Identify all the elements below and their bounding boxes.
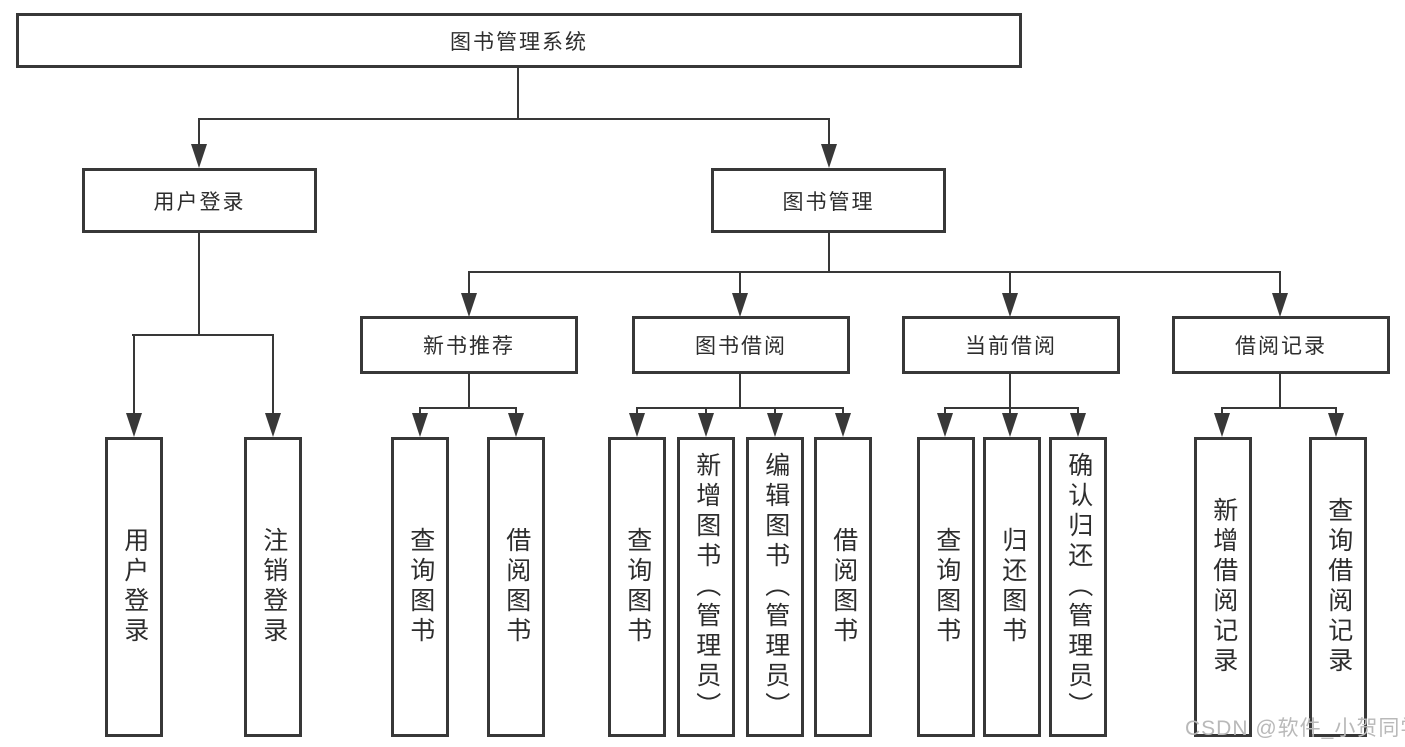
connector-drop-leaf <box>944 407 946 415</box>
leaf-query-borrow-record: 查询借阅记录 <box>1309 437 1367 737</box>
node-library-management-system: 图书管理系统 <box>16 13 1022 68</box>
arrowhead-down-icon <box>126 413 142 437</box>
connector-new-books-rail <box>419 407 517 409</box>
arrowhead-down-icon <box>629 413 645 437</box>
leaf-confirm-return-admin: 确认归还（管理员） <box>1049 437 1107 737</box>
leaf-logout: 注销登录 <box>244 437 302 737</box>
connector-drop-leaf <box>515 407 517 415</box>
arrowhead-down-icon <box>937 413 953 437</box>
arrowhead-down-icon <box>732 293 748 317</box>
connector-drop-leaf <box>419 407 421 415</box>
arrowhead-down-icon <box>1002 413 1018 437</box>
node-user-login: 用户登录 <box>82 168 317 233</box>
arrowhead-down-icon <box>461 293 477 317</box>
connector-drop-new-books <box>468 271 470 295</box>
arrowhead-down-icon <box>767 413 783 437</box>
connector-drop-user-login <box>198 118 200 146</box>
connector-drop-leaf <box>1009 407 1011 415</box>
node-current-borrowing: 当前借阅 <box>902 316 1120 374</box>
arrowhead-down-icon <box>1214 413 1230 437</box>
arrowhead-down-icon <box>821 144 837 168</box>
connector-drop-leaf <box>705 407 707 415</box>
connector-new-books-stem <box>468 372 470 409</box>
node-book-management: 图书管理 <box>711 168 946 233</box>
leaf-borrow-books-recommend: 借阅图书 <box>487 437 545 737</box>
connector-level2-rail <box>468 271 1281 273</box>
leaf-add-borrow-record: 新增借阅记录 <box>1194 437 1252 737</box>
connector-user-login-rail <box>132 334 274 336</box>
connector-book-borrow-rail <box>636 407 844 409</box>
connector-drop-login-leaf <box>133 334 135 414</box>
leaf-user-login: 用户登录 <box>105 437 163 737</box>
arrowhead-down-icon <box>508 413 524 437</box>
arrowhead-down-icon <box>1002 293 1018 317</box>
connector-drop-leaf <box>1077 407 1079 415</box>
connector-drop-leaf <box>1335 407 1337 415</box>
connector-root-stem <box>517 66 519 120</box>
node-borrowing-records: 借阅记录 <box>1172 316 1390 374</box>
connector-drop-borrow-records <box>1279 271 1281 295</box>
arrowhead-down-icon <box>1272 293 1288 317</box>
connector-book-management-stem <box>828 231 830 273</box>
arrowhead-down-icon <box>412 413 428 437</box>
connector-borrow-records-stem <box>1279 372 1281 409</box>
leaf-query-books-borrow: 查询图书 <box>608 437 666 737</box>
connector-borrow-records-rail <box>1221 407 1337 409</box>
connector-drop-book-borrow <box>739 271 741 295</box>
connector-user-login-stem <box>198 231 200 335</box>
connector-drop-leaf <box>774 407 776 415</box>
csdn-watermark: CSDN @软件_小贺同学 <box>1185 717 1405 740</box>
leaf-edit-books-admin: 编辑图书（管理员） <box>746 437 804 737</box>
arrowhead-down-icon <box>698 413 714 437</box>
arrowhead-down-icon <box>1328 413 1344 437</box>
leaf-query-books-recommend: 查询图书 <box>391 437 449 737</box>
connector-drop-current-borrow <box>1009 271 1011 295</box>
connector-current-borrow-stem <box>1009 372 1011 409</box>
connector-drop-leaf <box>636 407 638 415</box>
connector-drop-leaf <box>842 407 844 415</box>
arrowhead-down-icon <box>1070 413 1086 437</box>
connector-drop-leaf <box>1221 407 1223 415</box>
leaf-borrow-books: 借阅图书 <box>814 437 872 737</box>
connector-drop-book-management <box>828 118 830 146</box>
arrowhead-down-icon <box>265 413 281 437</box>
connector-book-borrow-stem <box>739 372 741 409</box>
leaf-add-books-admin: 新增图书（管理员） <box>677 437 735 737</box>
connector-drop-logout-leaf <box>272 334 274 414</box>
node-new-book-recommend: 新书推荐 <box>360 316 578 374</box>
connector-current-borrow-rail <box>944 407 1079 409</box>
leaf-return-books: 归还图书 <box>983 437 1041 737</box>
leaf-query-books-current: 查询图书 <box>917 437 975 737</box>
arrowhead-down-icon <box>835 413 851 437</box>
arrowhead-down-icon <box>191 144 207 168</box>
node-book-borrowing: 图书借阅 <box>632 316 850 374</box>
connector-level1-rail <box>198 118 830 120</box>
